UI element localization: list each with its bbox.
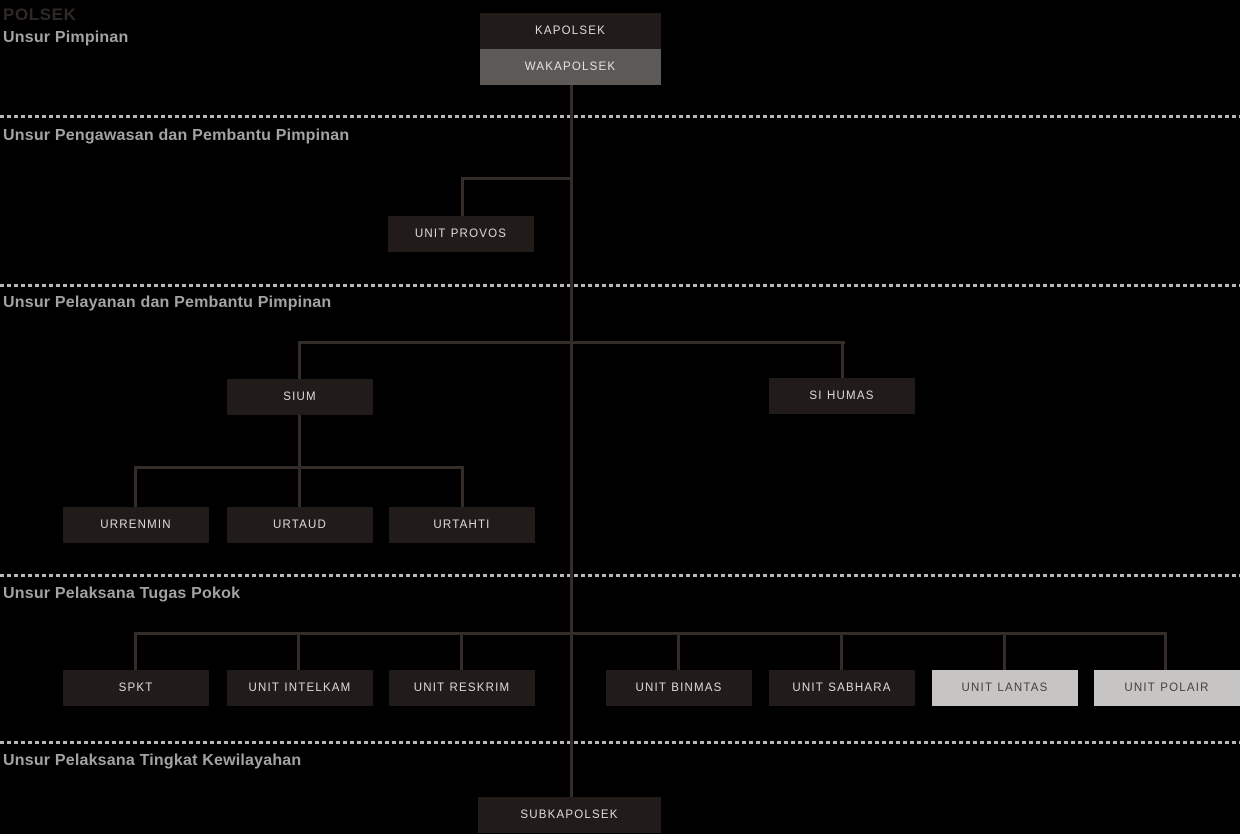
connector-drop-si-humas: [841, 341, 844, 378]
org-node-si-humas: SI HUMAS: [769, 378, 915, 414]
connector-provos-v: [461, 177, 464, 216]
connector-row-pelayanan-h: [298, 341, 845, 344]
org-node-wakapolsek: WAKAPOLSEK: [480, 49, 661, 85]
connector-trunk: [570, 85, 573, 797]
connector-drop-unit-polair: [1164, 632, 1167, 670]
org-node-unit-lantas: UNIT LANTAS: [932, 670, 1078, 706]
org-node-urrenmin: URRENMIN: [63, 507, 209, 543]
connector-drop-spkt: [134, 632, 137, 670]
section-divider-4: [0, 741, 1240, 744]
connector-provos-h: [461, 177, 573, 180]
connector-drop-unit-binmas: [677, 632, 680, 670]
org-node-unit-intelkam: UNIT INTELKAM: [227, 670, 373, 706]
connector-drop-unit-reskrim: [460, 632, 463, 670]
connector-sium-stem: [298, 415, 301, 468]
org-node-urtahti: URTAHTI: [389, 507, 535, 543]
org-node-unit-provos: UNIT PROVOS: [388, 216, 534, 252]
org-node-unit-binmas: UNIT BINMAS: [606, 670, 752, 706]
connector-drop-urtaud: [298, 466, 301, 507]
connector-drop-unit-lantas: [1003, 632, 1006, 670]
section-divider-1: [0, 115, 1240, 118]
org-node-unit-reskrim: UNIT RESKRIM: [389, 670, 535, 706]
section-label-unsur-pengawasan: Unsur Pengawasan dan Pembantu Pimpinan: [3, 127, 350, 144]
connector-drop-urrenmin: [134, 466, 137, 507]
section-divider-3: [0, 574, 1240, 577]
org-node-kapolsek: KAPOLSEK: [480, 13, 661, 49]
connector-drop-unit-sabhara: [840, 632, 843, 670]
org-node-sium: SIUM: [227, 379, 373, 415]
org-node-spkt: SPKT: [63, 670, 209, 706]
connector-drop-unit-intelkam: [297, 632, 300, 670]
section-label-unsur-pelaksana-tugas-pokok: Unsur Pelaksana Tugas Pokok: [3, 585, 241, 602]
connector-drop-sium: [298, 341, 301, 379]
org-node-subkapolsek: SUBKAPOLSEK: [478, 797, 661, 833]
org-node-unit-sabhara: UNIT SABHARA: [769, 670, 915, 706]
connector-row-tugas-pokok-h: [134, 632, 1167, 635]
connector-drop-urtahti: [461, 466, 464, 507]
section-divider-2: [0, 284, 1240, 287]
section-label-unsur-kewilayahan: Unsur Pelaksana Tingkat Kewilayahan: [3, 752, 302, 769]
section-label-unsur-pimpinan: Unsur Pimpinan: [3, 29, 129, 46]
page-title: POLSEK: [3, 5, 77, 24]
org-node-urtaud: URTAUD: [227, 507, 373, 543]
org-node-unit-polair: UNIT POLAIR: [1094, 670, 1240, 706]
section-label-unsur-pelayanan: Unsur Pelayanan dan Pembantu Pimpinan: [3, 294, 332, 311]
